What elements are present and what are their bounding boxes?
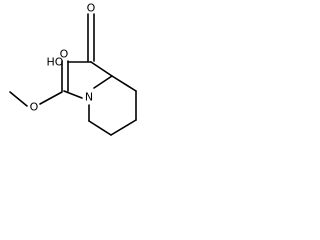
ring-to-acid-bond xyxy=(90,61,113,77)
ester-oxygen-label: O xyxy=(30,101,39,114)
structure-canvas: HO O N O O xyxy=(0,0,151,184)
ring-bond-n-c2 xyxy=(93,75,113,89)
ring-bond-c4-c5 xyxy=(110,119,137,136)
n-to-carbonyl-bond xyxy=(63,90,83,99)
hydroxyl-label: HO xyxy=(47,56,64,69)
ring-bond-c2-c3 xyxy=(111,75,137,92)
acid-carbonyl-oxygen-label: O xyxy=(87,2,96,15)
ester-oxygen-to-methyl-bond xyxy=(9,91,28,107)
ring-nitrogen-label: N xyxy=(85,91,93,104)
carbonyl-to-ester-oxygen-bond xyxy=(39,91,63,105)
ring-bond-c5-c6 xyxy=(88,120,112,136)
molecule-diagram: HO O N O O xyxy=(9,2,137,136)
carbamate-carbonyl-oxygen-label: O xyxy=(60,48,69,61)
